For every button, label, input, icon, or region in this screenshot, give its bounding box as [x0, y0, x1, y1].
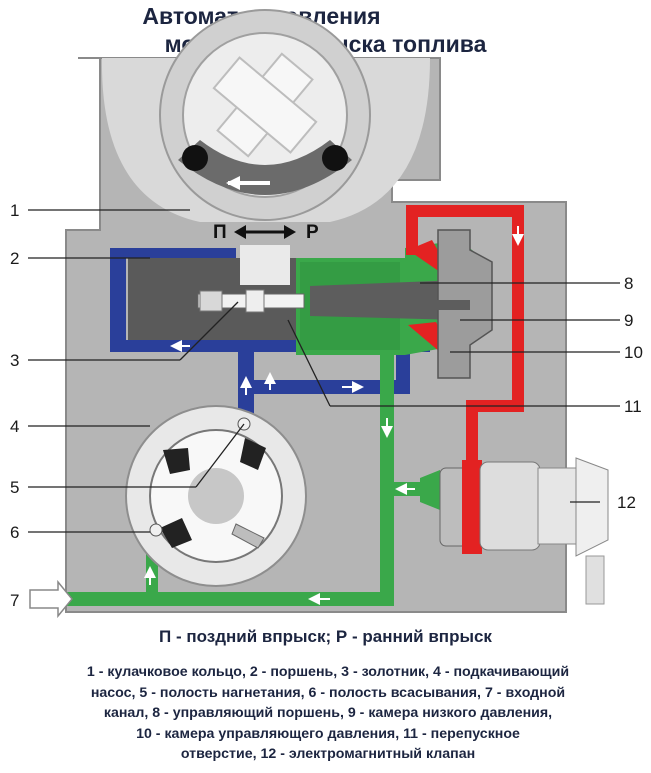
direction-legend: П - поздний впрыск; Р - ранний впрыск: [159, 627, 492, 646]
callout-10: 10: [624, 343, 643, 362]
callout-11: 11: [624, 397, 642, 416]
caption-line: 10 - камера управляющего давления, 11 - …: [136, 725, 520, 742]
solenoid-valve: [420, 457, 609, 605]
callout-2: 2: [10, 249, 19, 268]
caption-line: отверстие, 12 - электромагнитный клапан: [180, 746, 476, 762]
callout-12: 12: [617, 493, 636, 512]
callout-6: 6: [10, 523, 19, 542]
late-injection-label: П: [213, 222, 227, 243]
callout-1: 1: [10, 201, 19, 220]
callout-3: 3: [10, 351, 19, 370]
flow-arrow-icon: [144, 226, 524, 605]
cam-ring: [101, 9, 430, 222]
early-injection-label: Р: [306, 222, 319, 243]
callout-7: 7: [10, 591, 19, 610]
callout-9: 9: [624, 311, 633, 330]
inlet-arrow-icon: [29, 579, 73, 619]
callout-4: 4: [10, 417, 19, 436]
caption-line: 1 - кулачковое кольцо, 2 - поршень, 3 - …: [86, 664, 570, 680]
callout-8: 8: [624, 274, 633, 293]
callout-lines: [28, 209, 620, 533]
callout-5: 5: [10, 478, 19, 497]
feed-pump: [125, 405, 307, 587]
double-arrow-icon: [234, 225, 296, 239]
parts-caption: 1 - кулачковое кольцо, 2 - поршень, 3 - …: [18, 662, 638, 765]
caption-line: канал, 8 - управляющий поршень, 9 - каме…: [103, 705, 553, 721]
caption-line: насос, 5 - полость нагнетания, 6 - полос…: [90, 684, 566, 701]
spool-valve: [197, 289, 305, 313]
